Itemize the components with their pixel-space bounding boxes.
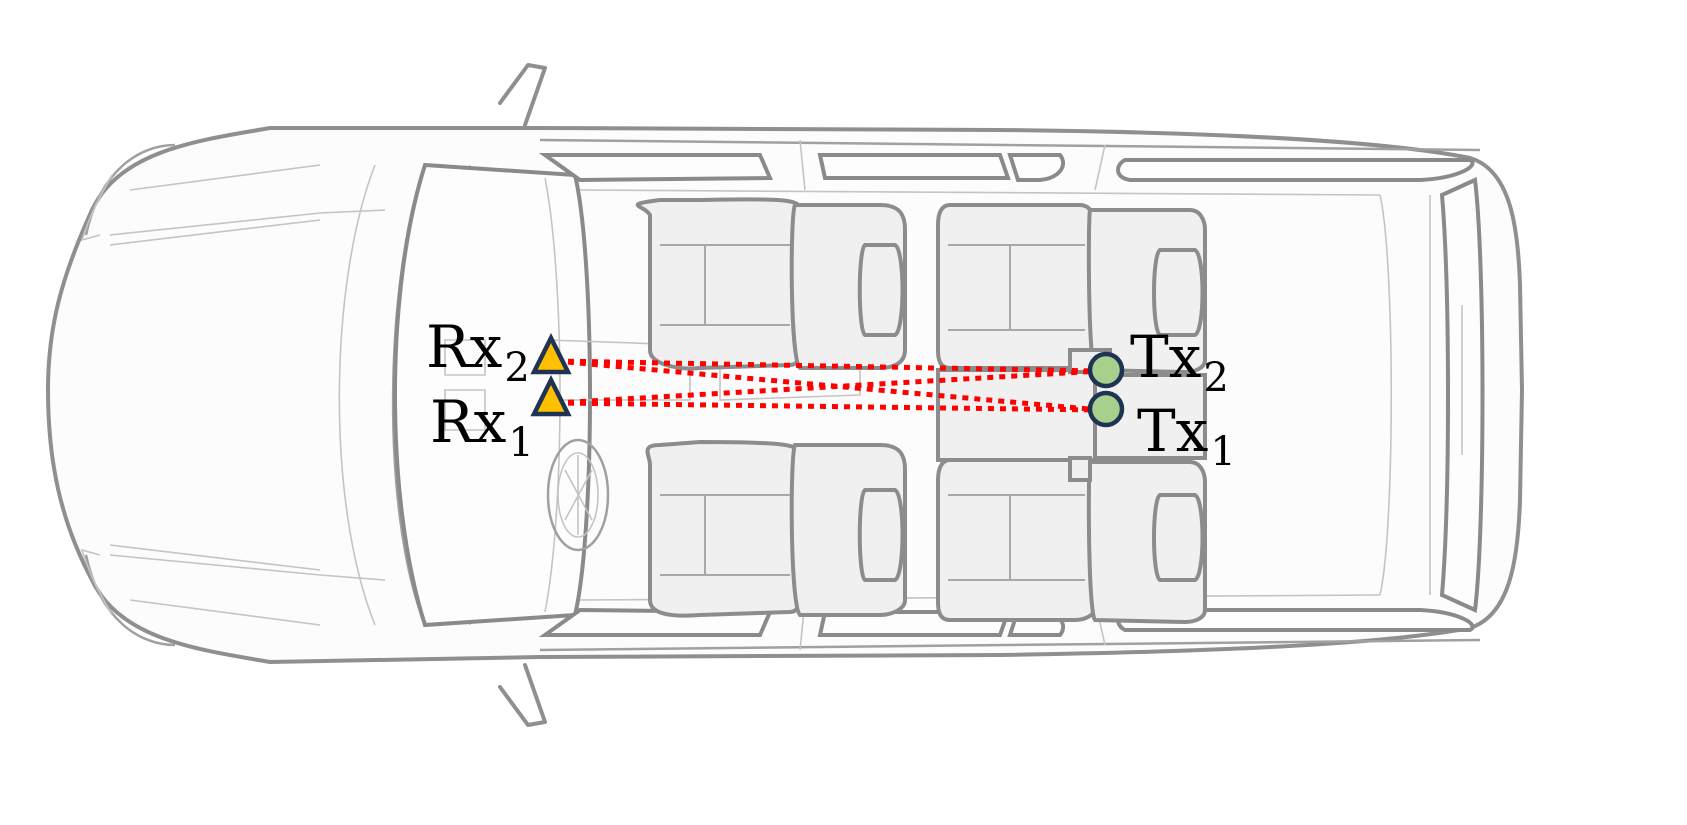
tx2-label: Tx2	[1130, 328, 1229, 398]
front-seats	[635, 197, 907, 618]
rx2-label-sub: 2	[504, 345, 530, 391]
rear-seats	[936, 203, 1207, 625]
rx1-label-base: Rx	[430, 388, 507, 456]
tx1-label-sub: 1	[1210, 429, 1236, 475]
transmitters	[1087, 351, 1125, 428]
steering-wheel	[546, 438, 610, 552]
rx2-label-base: Rx	[426, 313, 503, 381]
receivers	[530, 332, 572, 417]
tx2-label-base: Tx	[1130, 323, 1202, 391]
rx2-triangle-icon	[530, 332, 572, 375]
tx2-circle-icon	[1087, 351, 1125, 389]
rx1-triangle-icon	[530, 374, 572, 417]
rx1-label-sub: 1	[508, 420, 534, 466]
tx1-label-base: Tx	[1137, 397, 1209, 465]
car-body	[45, 63, 1525, 727]
rx2-label: Rx2	[426, 318, 530, 388]
rx1-label: Rx1	[430, 393, 534, 463]
tx2-label-sub: 2	[1203, 355, 1229, 401]
tx1-circle-icon	[1087, 390, 1125, 428]
tx1-label: Tx1	[1137, 402, 1236, 472]
